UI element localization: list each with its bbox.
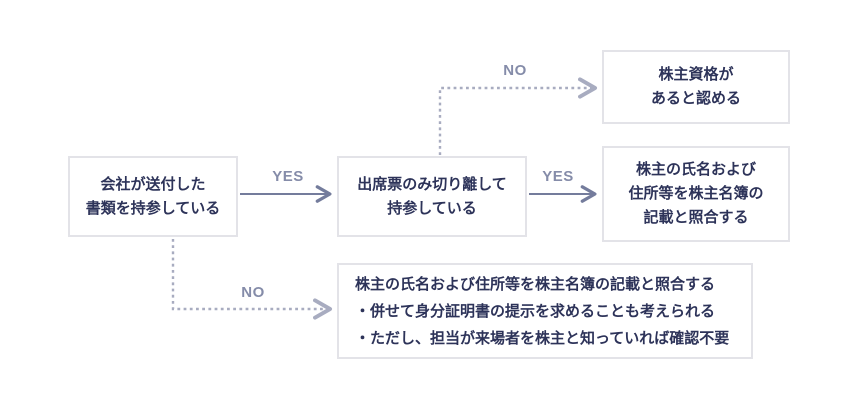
node-text-line: 会社が送付した xyxy=(100,175,206,193)
node-ticket-only: 出席票のみ切り離して 持参している xyxy=(337,156,527,237)
edge-label-no-bottom: NO xyxy=(241,284,265,301)
edge-label-no-top: NO xyxy=(503,62,527,79)
node-text-line: 記載と照合する xyxy=(643,209,749,226)
node-text-line: 出席票のみ切り離して xyxy=(357,175,507,193)
node-text-line: 住所等を株主名簿の xyxy=(628,185,764,202)
node-has-documents: 会社が送付した 書類を持参している xyxy=(68,156,238,237)
node-verify-register: 株主の氏名および 住所等を株主名簿の 記載と照合する xyxy=(602,146,790,242)
node-text-line: 株主の氏名および xyxy=(635,161,756,178)
node-text-line: ・併せて身分証明書の提示を求めることも考えられる xyxy=(355,302,716,320)
node-approve-shareholder: 株主資格が あると認める xyxy=(602,50,790,124)
node-text-line: ・ただし、担当が来場者を株主と知っていれば確認不要 xyxy=(355,329,730,347)
node-verify-detail: 株主の氏名および住所等を株主名簿の記載と照合する ・併せて身分証明書の提示を求め… xyxy=(337,263,753,359)
node-text-line: 株主の氏名および住所等を株主名簿の記載と照合する xyxy=(355,275,716,293)
node-text-line: 株主資格が xyxy=(658,66,734,83)
edge-label-yes-2: YES xyxy=(542,168,574,185)
edge-label-yes-1: YES xyxy=(272,168,304,185)
node-text-line: 書類を持参している xyxy=(85,199,221,217)
node-text-line: 持参している xyxy=(387,199,477,217)
arrow-no-ticket-to-approve xyxy=(438,77,598,155)
node-text-line: あると認める xyxy=(650,90,741,107)
